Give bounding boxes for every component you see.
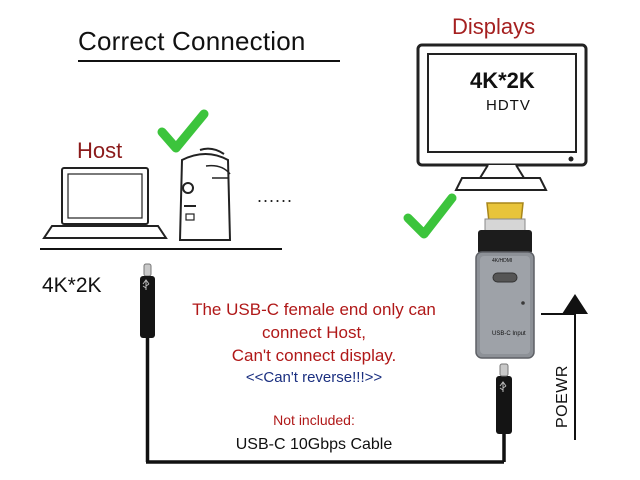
usb-c-plug-icon (496, 376, 512, 434)
hdmi-adapter-icon (475, 202, 535, 359)
more-hosts-ellipsis: ...... (257, 186, 294, 206)
not-included-note: Not included: (273, 412, 355, 428)
checkmark-icon (403, 193, 457, 239)
reverse-note: <<Can't reverse!!!>> (245, 369, 383, 386)
right-usb-c-cable (496, 363, 512, 462)
title-underline (78, 60, 340, 62)
monitor-resolution: 4K*2K (470, 68, 535, 93)
arrow-up-icon (541, 294, 588, 440)
checkmark-icon (157, 109, 209, 153)
warning-line-2: connect Host, (262, 323, 366, 342)
monitor-icon (416, 43, 588, 191)
laptop-icon (42, 167, 168, 239)
displays-label: Displays (452, 14, 536, 39)
warning-line-1: The USB-C female end only can (192, 300, 436, 319)
desktop-tower-icon (178, 147, 232, 241)
usb-c-plug-icon (140, 276, 155, 338)
adapter-hd-label: 4K/HDMI (492, 258, 513, 264)
page-title: Correct Connection (78, 26, 306, 56)
left-usb-c-cable (140, 263, 155, 462)
host-label: Host (77, 138, 123, 163)
warning-line-3: Can't connect display. (231, 346, 397, 365)
cable-resolution: 4K*2K (42, 274, 102, 297)
cable-spec: USB-C 10Gbps Cable (235, 436, 393, 453)
power-label: POEWR (554, 365, 571, 428)
monitor-type-label: HDTV (486, 97, 531, 114)
adapter-input-label: USB-C Input (492, 331, 526, 337)
